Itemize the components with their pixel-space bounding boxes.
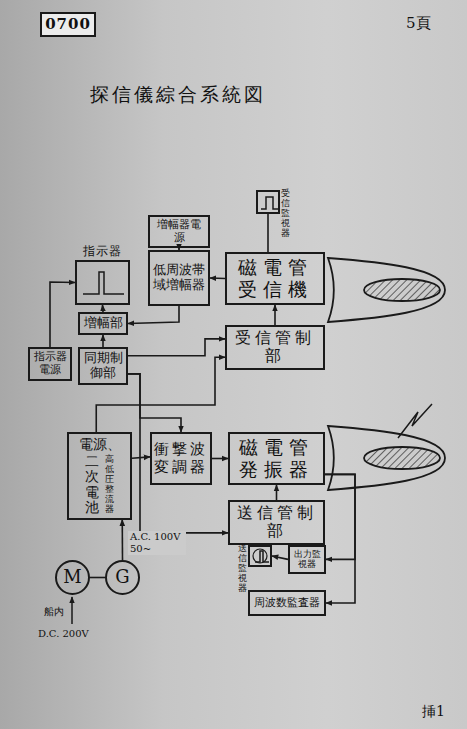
node-label: M <box>63 567 81 588</box>
supply-label: A.C. 100V 50~ <box>128 531 186 555</box>
node-label: 増幅器電源 <box>152 219 206 244</box>
supply-note: 船内 <box>44 605 64 619</box>
pulse-trace <box>261 197 278 209</box>
connector <box>210 277 225 279</box>
connector <box>325 474 355 559</box>
generator-circle: G <box>105 560 140 595</box>
figure-number: 挿1 <box>422 703 445 721</box>
indicator-box: 指示器 <box>75 260 130 305</box>
process-box: 出力監視器 <box>288 545 326 574</box>
connector <box>121 520 123 560</box>
dc-supply-arrow <box>72 597 73 624</box>
node-label: 磁電管発振器 <box>232 437 321 481</box>
page-number: 5頁 <box>406 14 431 33</box>
process-box: 増幅器電源 <box>148 215 210 248</box>
monitor-box: 受信監視器 <box>256 190 280 214</box>
node-label: 受信管制部 <box>229 329 321 366</box>
process-box: 同期制御部 <box>78 347 128 385</box>
connector <box>132 457 150 458</box>
node-label: 周波数監査器 <box>254 597 320 610</box>
connector <box>102 305 104 312</box>
node-label: 指示器電源 <box>32 351 68 376</box>
process-box: 指示器電源 <box>28 347 72 381</box>
transmitter-antenna <box>328 404 445 490</box>
node-label: 送信監視器 <box>238 544 247 593</box>
process-box: 磁電管受信機 <box>225 252 325 305</box>
node-label: 同期制御部 <box>82 351 124 381</box>
supply-voltage: D.C. 200V <box>38 628 89 639</box>
connector <box>50 282 75 347</box>
pulse-symbol <box>77 262 128 303</box>
connector <box>102 335 104 347</box>
connector <box>272 556 288 559</box>
node-label: 衝撃波変調器 <box>154 441 208 476</box>
connector <box>128 374 228 533</box>
pulse-symbol <box>258 192 278 212</box>
process-box: 増幅部 <box>78 312 128 335</box>
node-label: 電源、 <box>71 436 128 452</box>
node-label: 0700 <box>45 16 91 33</box>
pulse-symbol <box>250 547 270 565</box>
node-label: 指示器 <box>77 245 128 259</box>
motor-circle: M <box>55 560 90 595</box>
process-box: 送信管制部 <box>228 500 325 545</box>
connector <box>128 339 225 356</box>
node-label: 二次電池 <box>85 454 99 516</box>
connector <box>212 458 228 460</box>
connector <box>276 485 278 500</box>
connector <box>325 474 355 603</box>
node-label: 受信監視器 <box>281 189 290 238</box>
connector <box>128 306 179 323</box>
node-label: G <box>115 567 129 588</box>
connector <box>90 577 105 579</box>
receiver-antenna <box>328 258 445 322</box>
process-box: 受信管制部 <box>225 325 325 370</box>
diagram-title: 探信儀綜合系統図 <box>90 82 266 108</box>
node-label: 高低圧整流器 <box>105 455 114 514</box>
node-label: 低周波帯域増幅器 <box>152 263 206 293</box>
connector <box>267 214 269 252</box>
connector <box>274 305 276 325</box>
scope-ring <box>253 549 267 563</box>
node-label: 増幅部 <box>84 316 123 331</box>
monitor-box: 送信監視器 <box>248 545 272 567</box>
archive-number: 0700 <box>40 12 96 37</box>
process-box: 周波数監査器 <box>248 590 326 616</box>
process-box: 衝撃波変調器 <box>150 432 212 485</box>
node-label: 送信管制部 <box>232 504 321 541</box>
power-box: 電源、二次電池高低圧整流器 <box>67 432 132 520</box>
connector <box>128 374 181 432</box>
process-box: 低周波帯域増幅器 <box>148 250 210 306</box>
pulse-trace <box>83 272 124 294</box>
process-box: 磁電管発振器 <box>228 432 325 485</box>
node-label: 磁電管受信機 <box>229 257 321 301</box>
pulse-trace <box>255 551 269 562</box>
node-label: 出力監視器 <box>292 549 322 570</box>
